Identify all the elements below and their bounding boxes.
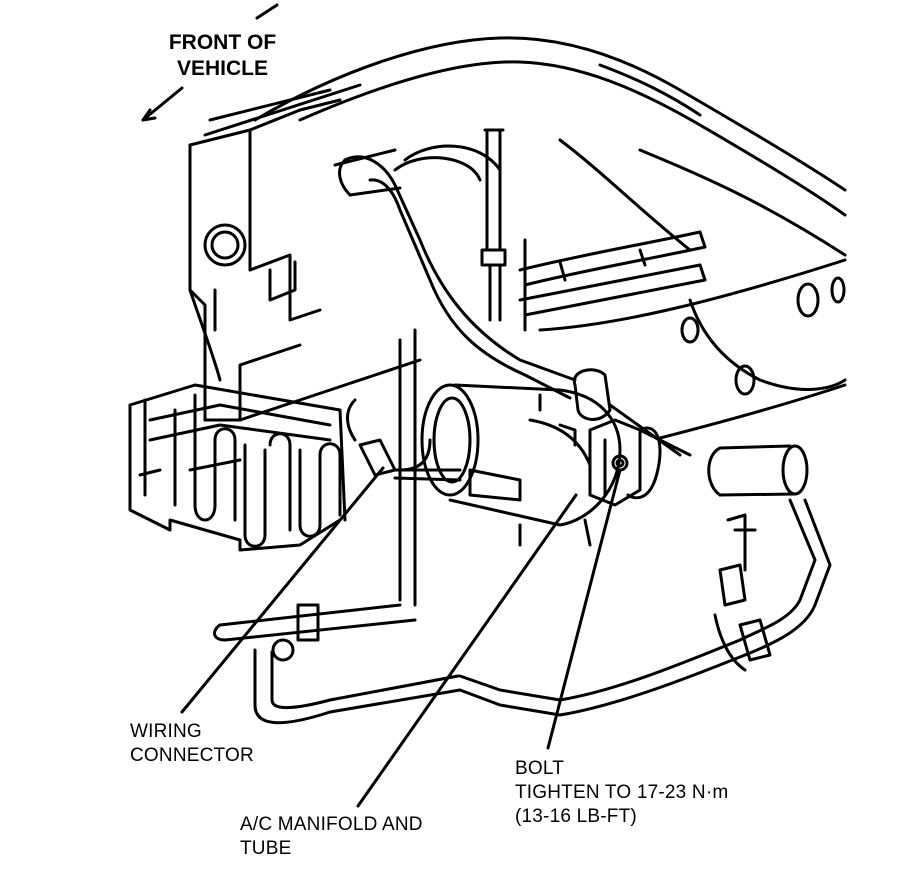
wiring-leader: [180, 466, 385, 714]
bolt-leader: [546, 468, 622, 750]
bolt-callout-line1: BOLT: [515, 758, 565, 779]
wiring-callout-line1: WIRING: [130, 721, 202, 742]
bolt-callout: BOLT TIGHTEN TO 17-23 N·m (13-16 LB-FT): [515, 757, 728, 829]
ac-compressor: [398, 383, 622, 547]
engine-block: [253, 36, 847, 440]
manifold-callout: A/C MANIFOLD AND TUBE: [240, 813, 423, 861]
ac-manifold: [588, 418, 662, 507]
wiring-connector-callout: WIRING CONNECTOR: [130, 720, 254, 768]
wiring-connector-part: [346, 398, 462, 482]
manifold-callout-line1: A/C MANIFOLD AND: [240, 814, 423, 835]
refrigerant-hoses: [213, 128, 832, 725]
wiring-callout-line2: CONNECTOR: [130, 745, 254, 766]
bolt-callout-line3: (13-16 LB-FT): [515, 806, 637, 827]
leader-lines: [180, 466, 622, 808]
mounting-bracket: [128, 383, 347, 552]
frame-rail: [188, 83, 422, 422]
manifold-callout-line2: TUBE: [240, 838, 292, 859]
front-label-line1: FRONT OF: [168, 31, 277, 54]
front-of-vehicle-label: FRONT OF VEHICLE: [150, 30, 295, 82]
bolt-callout-line2: TIGHTEN TO 17-23 N·m: [515, 782, 729, 803]
manifold-leader: [356, 493, 578, 808]
front-label-line2: VEHICLE: [176, 57, 268, 80]
front-arrow: [141, 3, 279, 122]
